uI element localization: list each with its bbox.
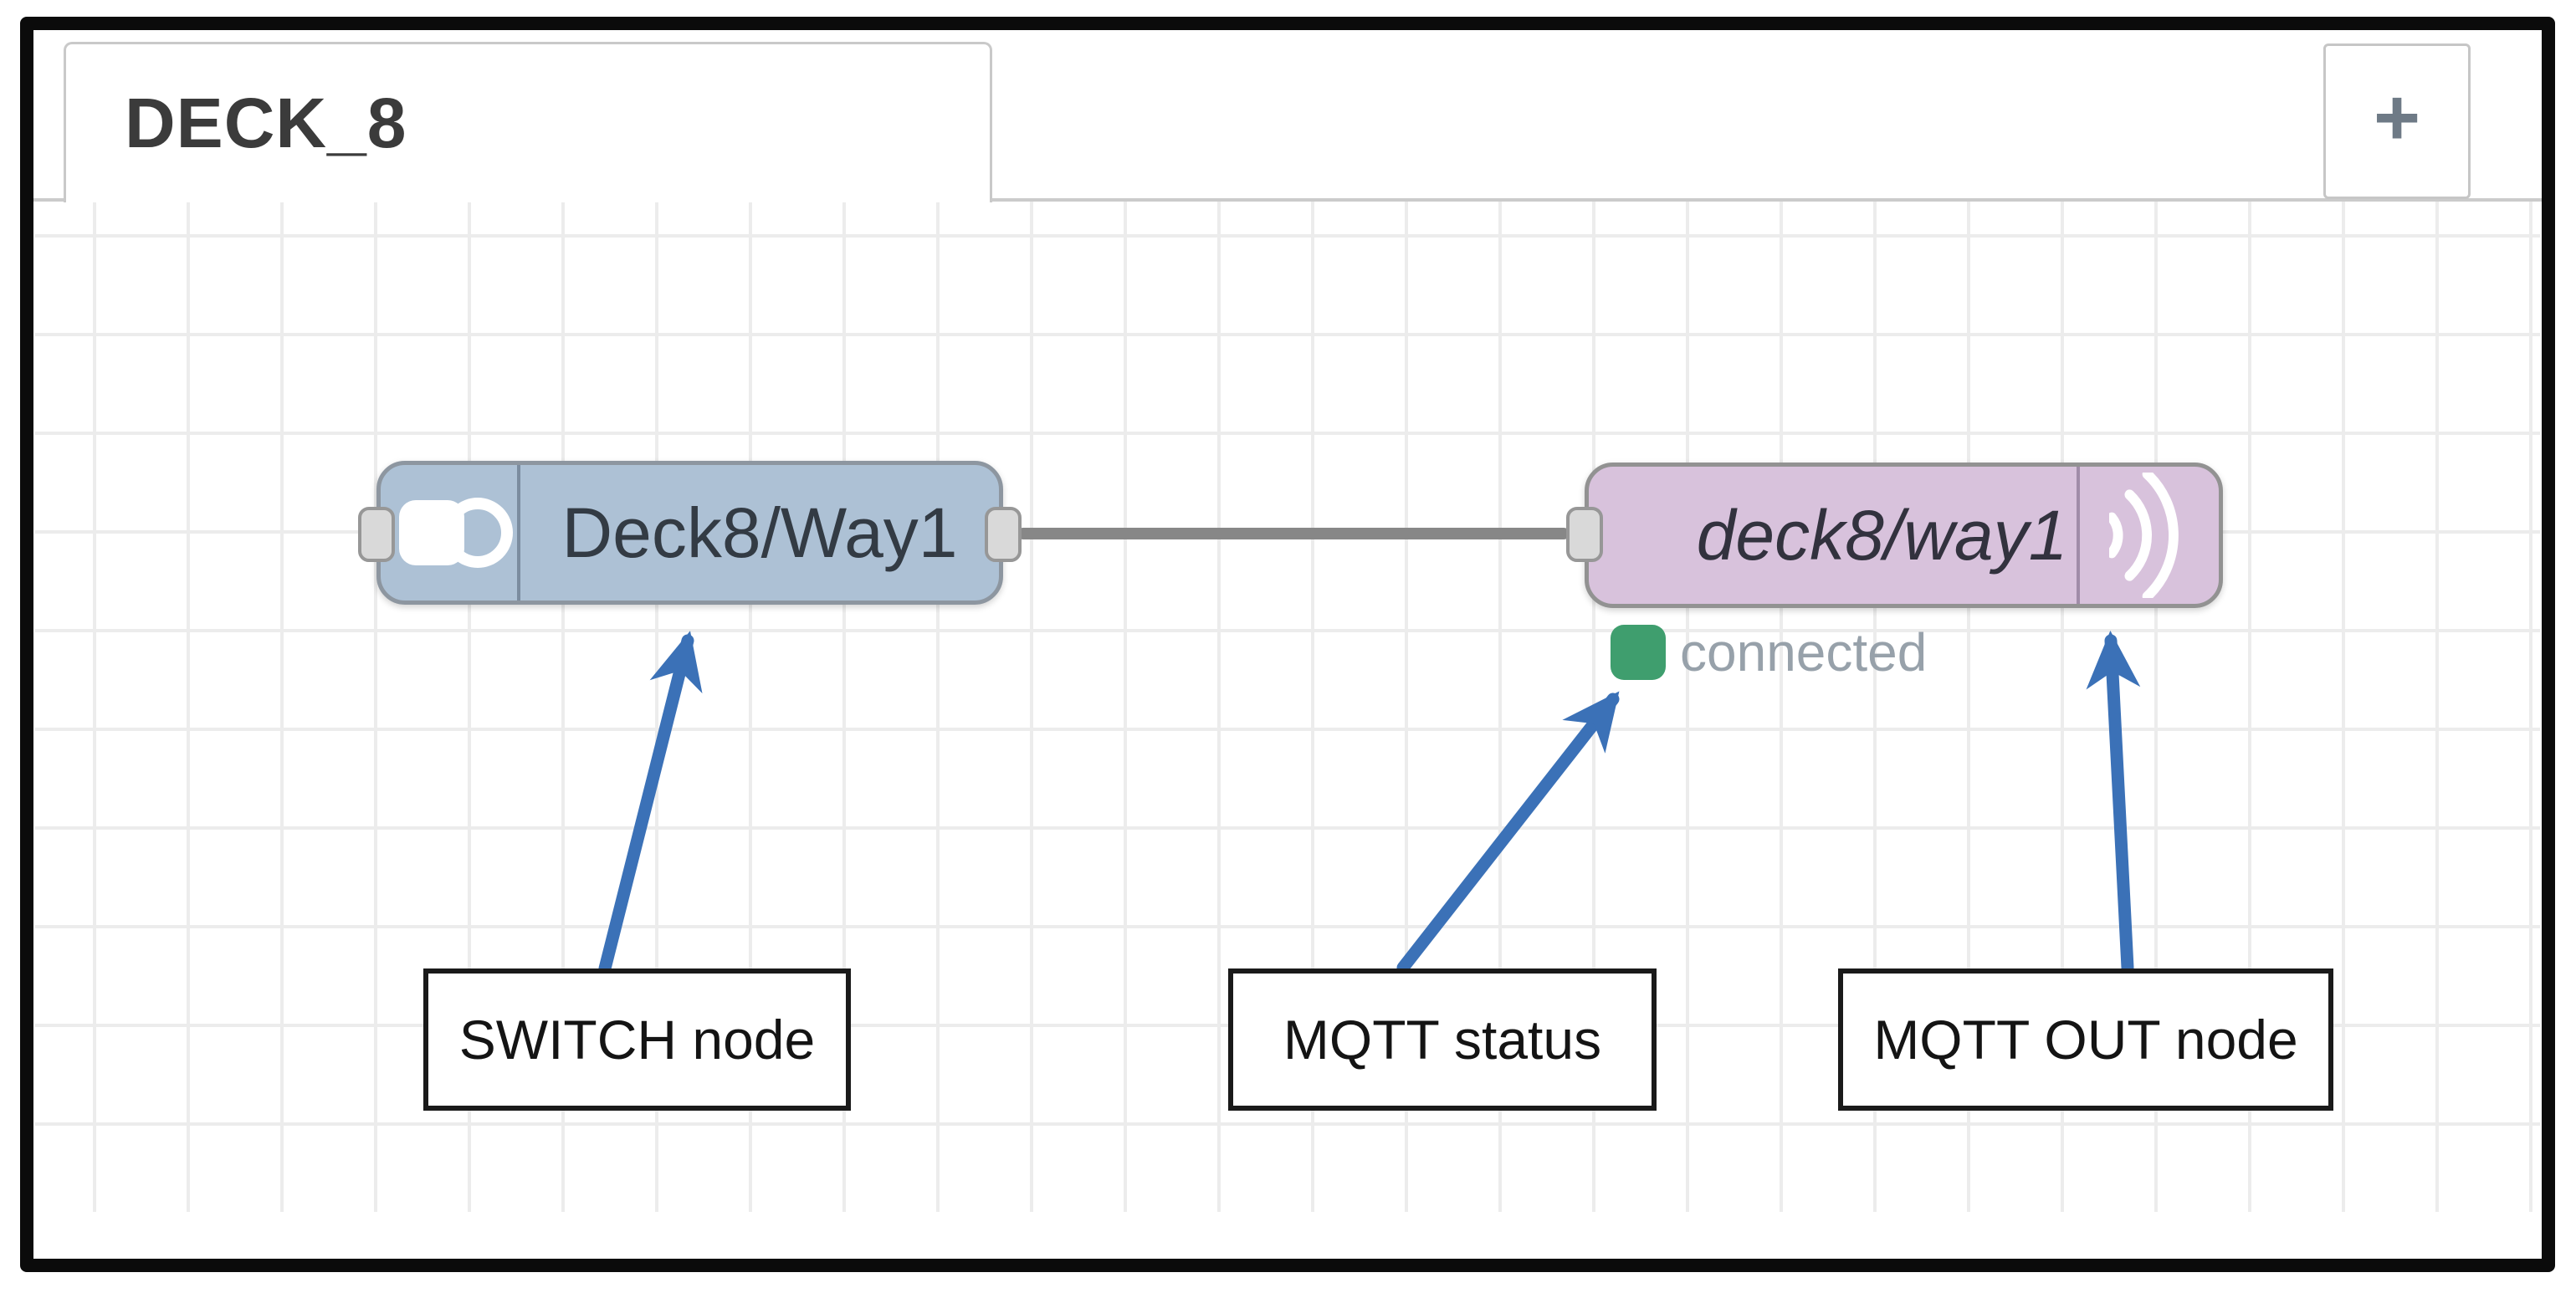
switch-node-label: Deck8/Way1 [561,493,958,572]
tab-deck-8[interactable]: DECK_8 [64,42,992,202]
mqtt-status-dot [1611,625,1666,680]
annotation-label-mqtt-status: MQTT status [1283,1009,1602,1071]
annotation-box-switch-node: SWITCH node [423,968,851,1111]
annotation-label-mqtt-out-node: MQTT OUT node [1873,1009,2298,1071]
toggle-knob-ring [443,498,513,568]
toggle-switch-icon [399,498,513,568]
mqtt-node-icon-section [2077,467,2219,604]
annotation-box-mqtt-out-node: MQTT OUT node [1838,968,2333,1111]
annotation-label-switch-node: SWITCH node [458,1009,816,1071]
mqtt-node-input-port[interactable] [1566,507,1603,562]
switch-node[interactable]: Deck8/Way1 [376,461,1003,605]
switch-node-output-port[interactable] [985,507,1022,562]
wifi-signal-icon [2109,473,2179,598]
tab-label: DECK_8 [125,84,407,162]
tab-bar-divider [33,198,2542,202]
add-tab-button[interactable]: + [2323,43,2471,199]
mqtt-status-text: connected [1680,622,1928,682]
mqtt-node-label: deck8/way1 [1696,495,2068,575]
switch-node-icon-section [381,465,520,601]
mqtt-out-node[interactable]: deck8/way1 [1585,463,2223,608]
wire-switch-to-mqtt[interactable] [1017,528,1570,539]
plus-icon: + [2373,73,2421,162]
annotation-box-mqtt-status: MQTT status [1228,968,1657,1111]
switch-node-input-port[interactable] [358,507,395,562]
